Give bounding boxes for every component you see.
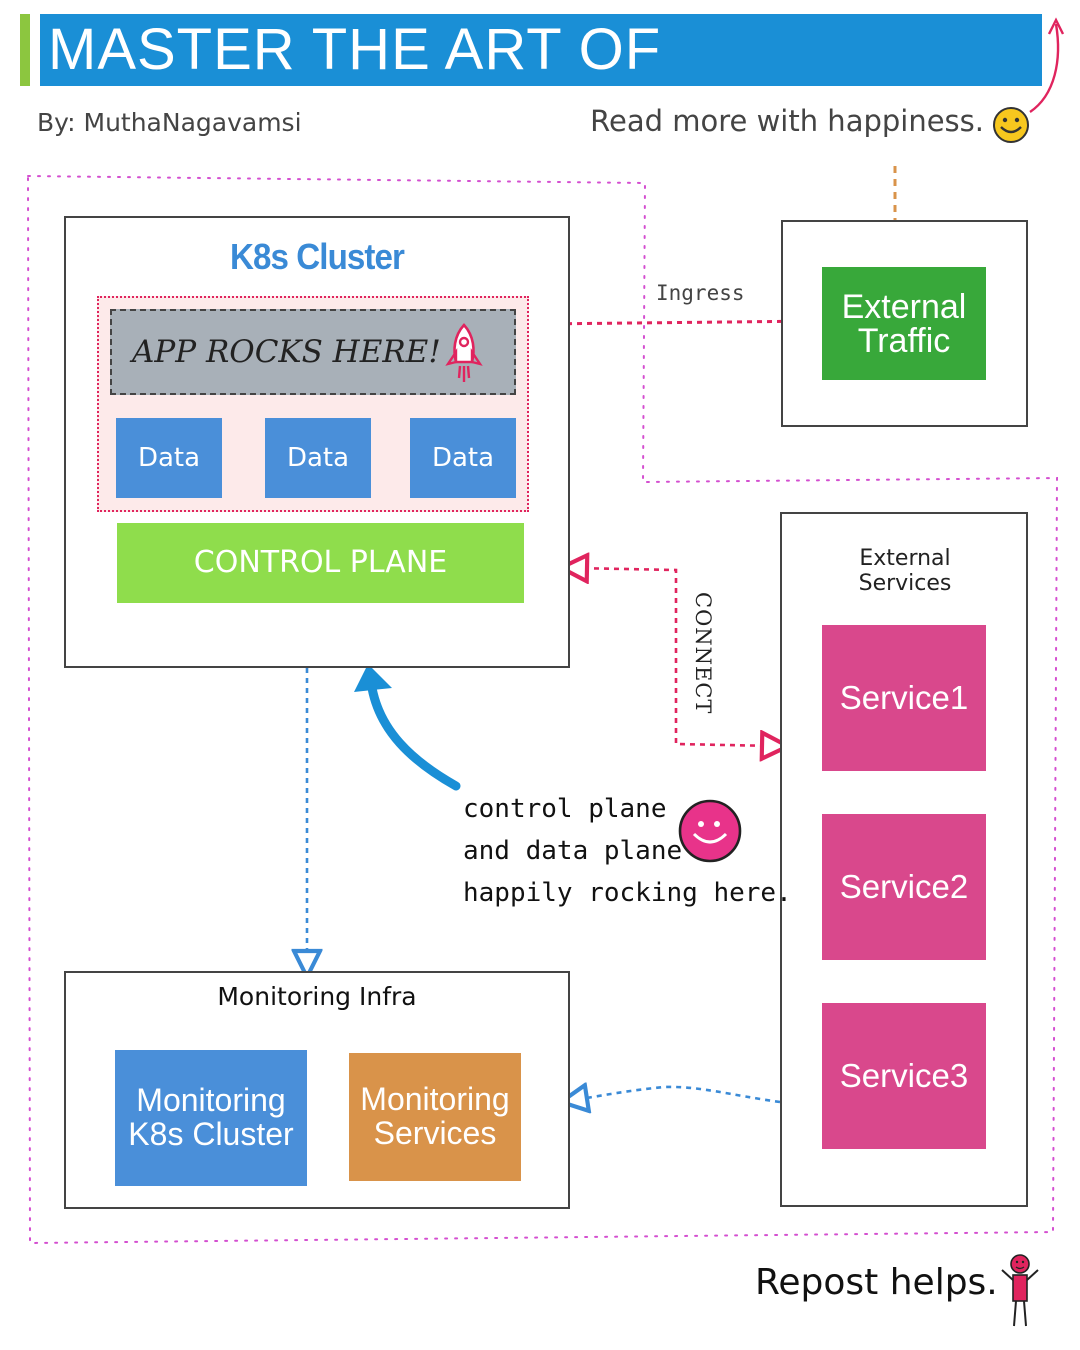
services-to-monitoring-arrow <box>574 1087 781 1102</box>
page-title: MASTER THE ART OF KUBERNETES <box>40 14 1042 154</box>
ingress-label: Ingress <box>656 281 745 305</box>
author-byline: By: MuthaNagavamsi <box>37 108 302 137</box>
app-box: APP ROCKS HERE! <box>110 309 516 395</box>
stick-figure-icon <box>1001 1254 1039 1327</box>
app-label: APP ROCKS HERE! <box>132 334 441 370</box>
top-curve-arrow <box>1029 23 1060 113</box>
external-traffic: External Traffic <box>822 267 986 380</box>
connect-label: CONNECT <box>691 592 715 715</box>
data-box-2: Data <box>265 418 371 498</box>
annotation-note: control plane and data plane happily roc… <box>463 794 792 908</box>
boundary-outline <box>26 174 1059 1245</box>
smiley-icon <box>678 799 742 863</box>
connect-arrow <box>574 568 775 746</box>
tagline: Read more with happiness. <box>590 104 984 138</box>
data-box-1: Data <box>116 418 222 498</box>
cluster-title: K8s Cluster <box>230 236 405 277</box>
service-1: Service1 <box>822 625 986 771</box>
tagline-smiley-icon <box>993 107 1029 143</box>
monitoring-services: Monitoring Services <box>349 1053 521 1181</box>
ingress-arrow <box>538 321 823 324</box>
service-3: Service3 <box>822 1003 986 1149</box>
rocket-icon <box>445 323 483 382</box>
service-2: Service2 <box>822 814 986 960</box>
control-plane: CONTROL PLANE <box>117 523 524 603</box>
repost-text: Repost helps. <box>755 1262 998 1303</box>
data-box-3: Data <box>410 418 516 498</box>
external-services-title: External Services <box>858 546 952 596</box>
title-accent-bar <box>20 14 30 86</box>
monitoring-title: Monitoring Infra <box>217 982 417 1011</box>
highlight-curve-arrow <box>367 683 461 791</box>
monitoring-k8s-cluster: Monitoring K8s Cluster <box>115 1050 307 1186</box>
